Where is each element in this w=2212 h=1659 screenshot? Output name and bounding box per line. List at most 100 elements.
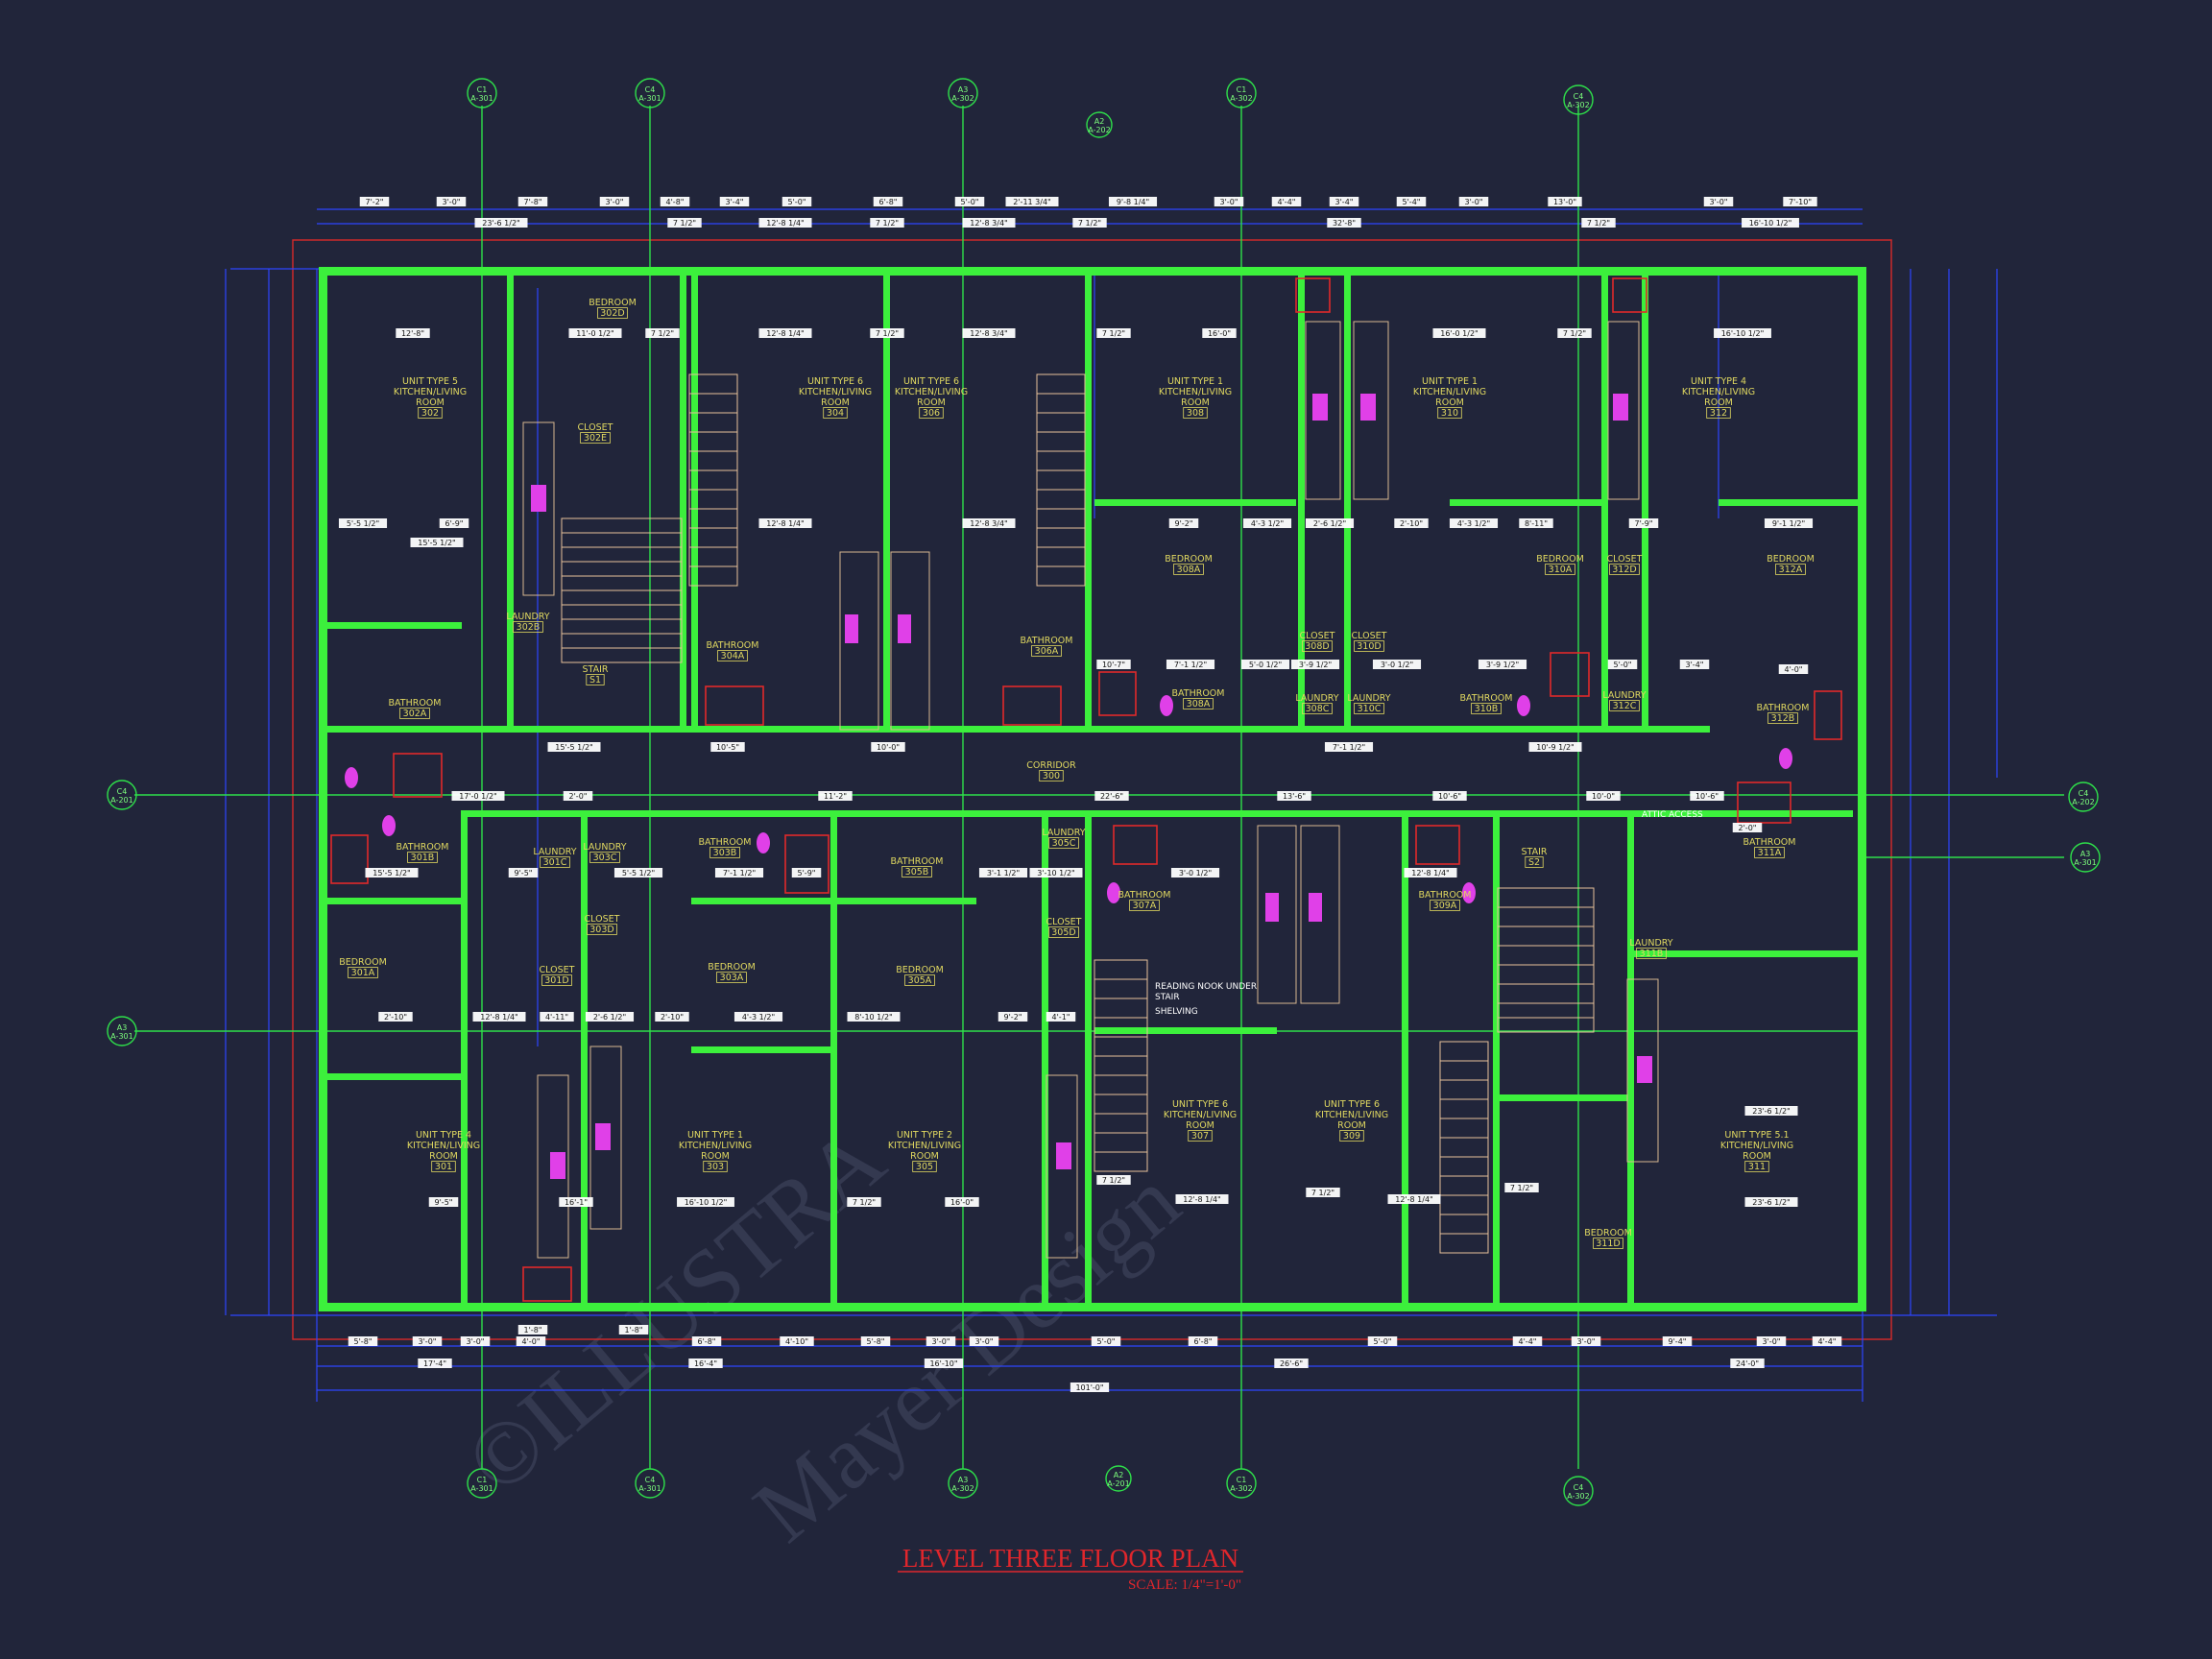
dimension-label: 11'-0 1/2" (576, 329, 613, 338)
room-name: LAUNDRY (1629, 938, 1672, 949)
dimension-tag (1240, 660, 1290, 669)
room-name: CLOSET (1300, 631, 1335, 641)
dimension-label: 12'-8 1/4" (1411, 869, 1449, 878)
room-name: LAUNDRY (583, 842, 626, 853)
dimension-tag (758, 218, 812, 228)
room-number-box (1754, 847, 1785, 858)
dimension-tag (1046, 1012, 1076, 1022)
room-number-box (1706, 407, 1731, 419)
dimension-tag (645, 328, 680, 338)
dimension-tag (1188, 1336, 1218, 1346)
room-number: 311A (1758, 848, 1782, 858)
dimension-label: 5'-9" (798, 869, 816, 878)
dimension-label: 3'-9 1/2" (1299, 661, 1332, 669)
dimension-tag (1449, 518, 1499, 528)
dimension-label: 3'-4" (726, 198, 744, 206)
dimension-label: 4'-4" (1519, 1337, 1537, 1346)
dimension-tag (1029, 868, 1083, 878)
dimension-label: 24'-0" (1736, 1359, 1759, 1368)
dimension-tag (599, 197, 630, 206)
dimension-tag (1242, 518, 1292, 528)
dimension-tag (1166, 660, 1215, 669)
dimension-tag (1404, 868, 1457, 878)
room-number: 305B (905, 867, 929, 878)
dimension-label: 5'-4" (1403, 198, 1421, 206)
dimension-label: 3'-1 1/2" (987, 869, 1020, 878)
dimension-tag (710, 742, 745, 752)
grid-bubble-label: C1 (1237, 1476, 1247, 1484)
room-name: KITCHEN/LIVING (679, 1141, 752, 1151)
dimension-tag (1458, 197, 1489, 206)
room-name: BEDROOM (589, 298, 637, 308)
room-number: 312 (1710, 408, 1727, 419)
room-name: BEDROOM (1767, 554, 1815, 565)
dimension-label: 17'-4" (423, 1359, 446, 1368)
room-number-box (904, 974, 935, 986)
grid-bubble-sheet: A-202 (2072, 798, 2094, 806)
grid-bubble-label: C4 (1574, 1483, 1584, 1492)
dimension-tag (688, 1358, 723, 1368)
room-name: UNIT TYPE 4 (416, 1130, 471, 1141)
room-number: S1 (589, 675, 601, 685)
room-name: KITCHEN/LIVING (1164, 1110, 1237, 1120)
dimension-tag (660, 197, 690, 206)
room-name: LAUNDRY (1042, 828, 1085, 838)
dimension-tag (978, 868, 1028, 878)
dimension-label: 2'-6 1/2" (593, 1013, 626, 1022)
room-name: UNIT TYPE 6 (807, 376, 863, 387)
dimension-tag (559, 1197, 593, 1207)
room-number-box (1525, 856, 1544, 868)
room-number-box (1767, 712, 1798, 724)
room-number-box (1031, 645, 1062, 657)
room-name: UNIT TYPE 6 (903, 376, 959, 387)
dimension-label: 12'-8 1/4" (1395, 1195, 1432, 1204)
dimension-tag (585, 1012, 635, 1022)
grid-bubble-sheet: A-301 (638, 1484, 661, 1493)
drawing-note: STAIR (1155, 993, 1180, 1002)
dimension-label: 10'-5" (716, 743, 739, 752)
room-name: ROOM (1743, 1151, 1771, 1162)
room-name: UNIT TYPE 2 (897, 1130, 952, 1141)
room-number: 310A (1549, 565, 1573, 575)
dimension-label: 4'-3 1/2" (1457, 519, 1490, 528)
dimension-label: 12'-8 1/4" (766, 329, 804, 338)
room-name: ROOM (821, 397, 850, 408)
dimension-label: 12'-8 3/4" (970, 329, 1007, 338)
dimension-label: 4'-8" (666, 198, 685, 206)
dimension-tag (439, 518, 469, 528)
room-number: 307 (1191, 1131, 1209, 1142)
room-number-box (431, 1161, 456, 1172)
room-number: 302D (600, 308, 624, 319)
room-number-box (1775, 564, 1806, 575)
dimension-label: 7 1/2" (651, 329, 674, 338)
dimension-label: 3'-4" (1686, 661, 1704, 669)
dimension-label: 2'-0" (569, 792, 588, 801)
room-number: 308C (1306, 704, 1330, 714)
dimension-label: 9'-4" (1669, 1337, 1687, 1346)
room-number-box (1609, 564, 1640, 575)
room-number: 303 (707, 1162, 724, 1172)
room-number: 303B (713, 848, 737, 858)
room-number-box (586, 674, 605, 685)
dimension-label: 3'-0" (1763, 1337, 1781, 1346)
dimension-label: 7 1/2" (1587, 219, 1610, 228)
dimension-tag (1528, 742, 1582, 752)
dimension-tag (1581, 218, 1616, 228)
dimension-label: 2'-10" (1400, 519, 1423, 528)
room-number-box (1636, 948, 1667, 959)
room-name: BATHROOM (699, 837, 752, 848)
dimension-tag (338, 518, 388, 528)
grid-bubble-sheet: A-302 (951, 1484, 974, 1493)
dimension-label: 7'-1 1/2" (1333, 743, 1365, 752)
dimension-label: 10'-0" (1592, 792, 1615, 801)
room-name: BEDROOM (708, 962, 756, 973)
dimension-label: 22'-6" (1100, 792, 1123, 801)
